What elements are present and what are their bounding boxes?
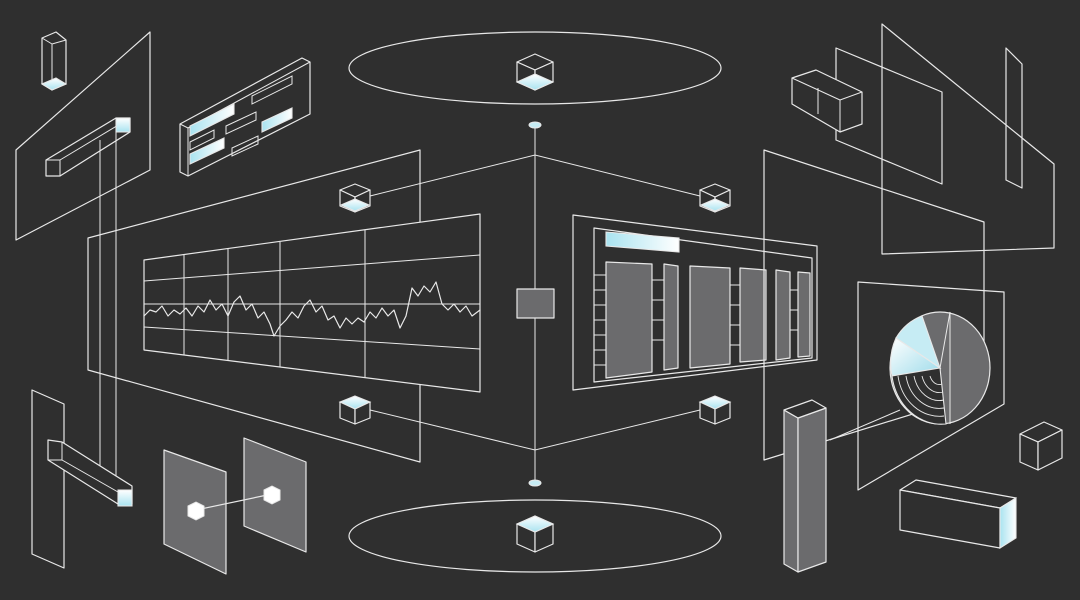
top-ellipse <box>348 31 722 105</box>
line-chart-icon <box>143 281 481 337</box>
hub-center-block <box>516 288 555 319</box>
beam-top-left <box>45 117 131 177</box>
table-panel <box>572 214 818 391</box>
beam-bottom-left <box>47 439 133 507</box>
hub-axis-bottom-dot <box>528 479 542 487</box>
pie-chart-icon <box>889 311 991 425</box>
pie-frame <box>857 281 1005 491</box>
tall-pillar <box>783 399 827 573</box>
pie-chart-panel <box>829 281 1005 491</box>
chart-outer-frame <box>87 149 421 463</box>
cube-icon <box>515 515 555 553</box>
cube-icon <box>338 395 372 425</box>
cube-icon <box>339 183 371 213</box>
table-header-bar <box>605 231 680 253</box>
hub-connectors <box>369 154 701 451</box>
bottom-ellipse <box>348 499 722 573</box>
open-box <box>791 69 863 133</box>
horizontal-block <box>899 479 1017 549</box>
table-row-lines <box>594 274 798 366</box>
bottom-right-cluster <box>783 399 1063 573</box>
node-link-icon <box>163 437 307 575</box>
central-hub <box>338 31 732 573</box>
hub-axis-top-dot <box>528 121 542 129</box>
table-outer-frame <box>572 214 818 391</box>
code-panel <box>179 57 311 177</box>
top-left-cluster <box>15 31 311 490</box>
tilted-panel-tr-2 <box>881 23 1055 255</box>
cube-icon <box>698 395 732 425</box>
cube-icon <box>1019 421 1063 471</box>
small-prism <box>40 31 68 91</box>
tilted-panel-tr-3 <box>1005 47 1023 189</box>
cube-icon <box>515 53 555 91</box>
tilted-panel-bottom-left <box>31 389 65 569</box>
tilted-panel-left <box>15 31 151 241</box>
cube-icon <box>699 183 731 213</box>
table-icon <box>605 261 811 379</box>
top-right-cluster <box>763 23 1055 461</box>
line-chart-panel <box>87 149 481 463</box>
bottom-left-cluster <box>31 389 307 575</box>
